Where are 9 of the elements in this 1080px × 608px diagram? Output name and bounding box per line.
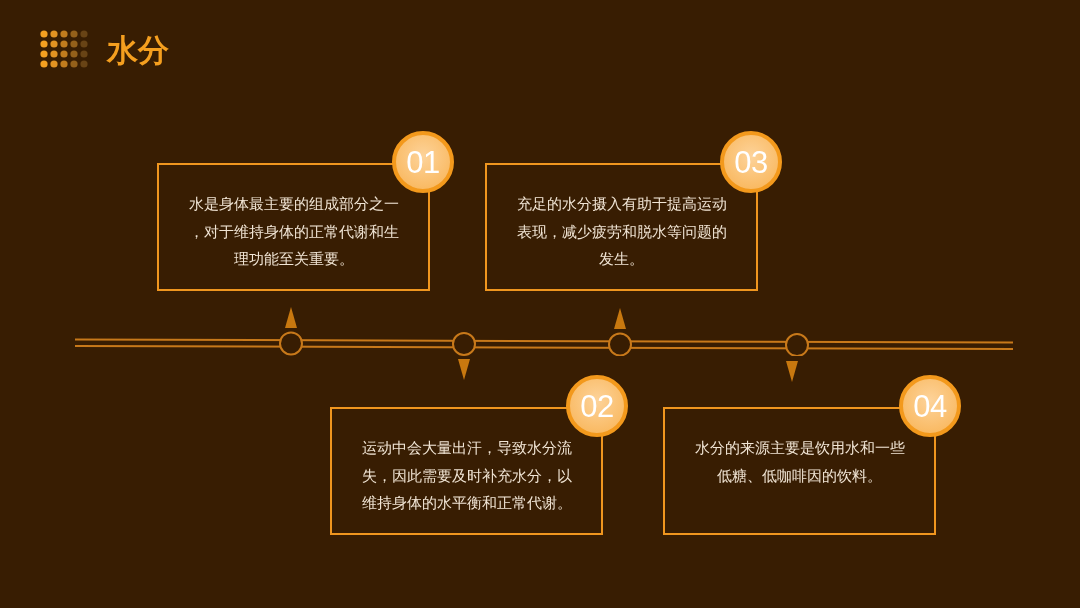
step-number: 03 bbox=[734, 146, 768, 178]
page-title: 水分 bbox=[107, 31, 169, 70]
step-number: 01 bbox=[406, 146, 440, 178]
description-text: 充足的水分摄入有助于提高运动表现，减少疲劳和脱水等问题的发生。 bbox=[515, 194, 728, 270]
description-text: 运动中会大量出汗，导致水分流失，因此需要及时补充水分，以维持身体的水平衡和正常代谢。 bbox=[360, 438, 573, 514]
description-text: 水是身体最主要的组成部分之一，对于维持身体的正常代谢和生理功能至关重要。 bbox=[187, 194, 400, 270]
description-text: 水分的来源主要是饮用水和一些低糖、低咖啡因的饮料。 bbox=[693, 438, 906, 487]
step-number: 04 bbox=[913, 390, 947, 422]
step-number: 02 bbox=[580, 390, 614, 422]
